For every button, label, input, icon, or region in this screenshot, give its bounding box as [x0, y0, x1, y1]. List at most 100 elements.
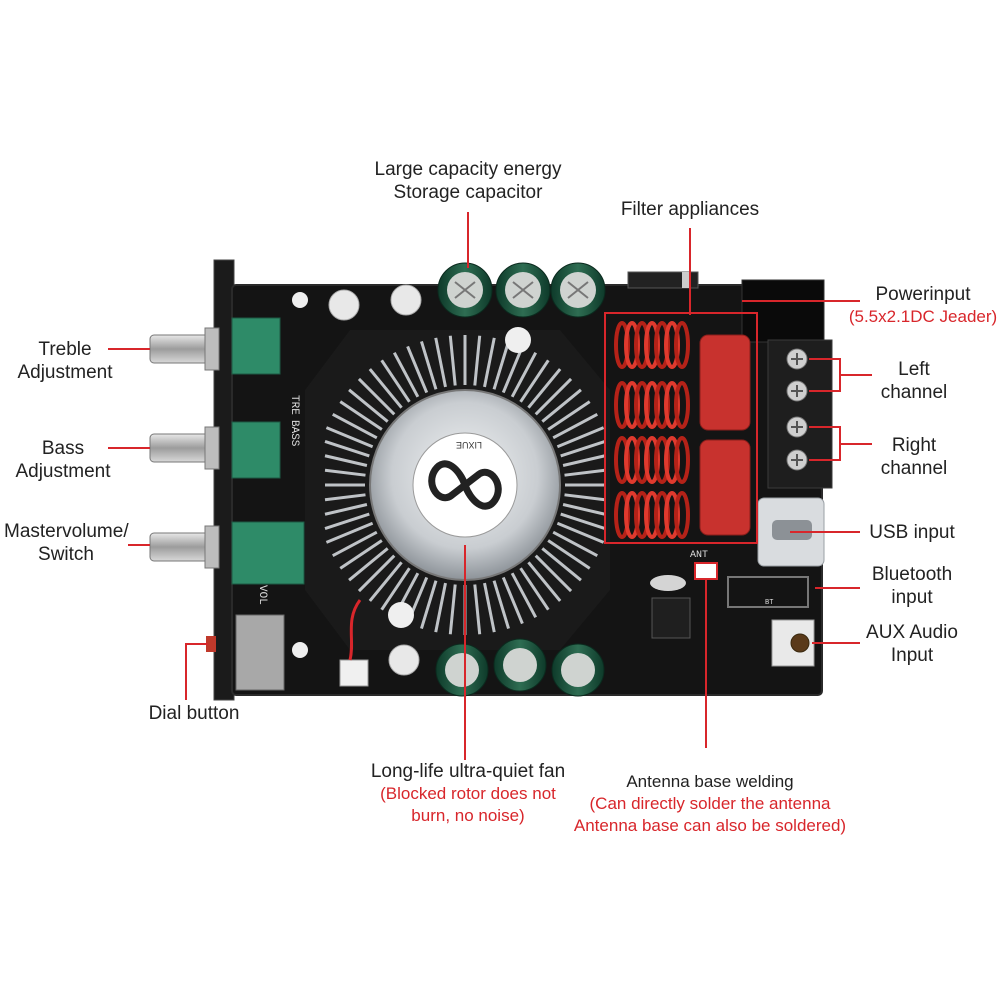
- heat-sink-fin: [332, 412, 378, 440]
- heat-sink-fin: [448, 584, 457, 635]
- heat-sink-fin: [324, 454, 368, 467]
- heat-sink-fin: [534, 377, 573, 416]
- silk-vol: VOL: [256, 585, 268, 605]
- heat-sink-fin: [519, 359, 550, 403]
- heat-sink-fin: [325, 426, 374, 449]
- label-antenna-line2: (Can directly solder the antenna: [589, 794, 831, 813]
- heat-sink-fin: [556, 521, 605, 544]
- bottom-capacitors: [388, 638, 605, 697]
- label-left-channel: Left channel: [864, 358, 964, 404]
- heat-sink-fin: [562, 503, 606, 516]
- heat-sink-fin: [357, 377, 396, 416]
- label-left-line1: Left: [898, 359, 930, 380]
- label-usb: USB input: [860, 521, 964, 544]
- brand-text: LIXUE: [456, 440, 482, 450]
- label-dial: Dial button: [134, 702, 254, 725]
- heat-sink-fin: [324, 512, 370, 530]
- label-power: Powerinput (5.5x2.1DC Jeader): [848, 283, 998, 328]
- inductor-coil: [614, 321, 690, 369]
- heat-sink-fin: [562, 454, 606, 467]
- heat-sink-fin: [348, 388, 389, 423]
- label-filter: Filter appliances: [598, 198, 782, 221]
- label-power-line2: (5.5x2.1DC Jeader): [848, 307, 998, 326]
- heat-sink-fin: [556, 426, 605, 449]
- label-treble: Treble Adjustment: [10, 338, 120, 384]
- heat-sink-fin: [527, 561, 562, 602]
- label-treble-line1: Treble: [38, 339, 92, 360]
- heat-sink-fin: [420, 341, 438, 390]
- inductor-coil: [614, 436, 690, 484]
- label-antenna-line1: Antenna base welding: [626, 772, 794, 791]
- label-master-line2: Switch: [38, 544, 94, 565]
- label-fan-line2: (Blocked rotor does not: [380, 784, 556, 803]
- inductor-coil: [614, 381, 690, 429]
- chip: [651, 597, 691, 639]
- label-fan: Long-life ultra-quiet fan (Blocked rotor…: [340, 760, 596, 827]
- heat-sink-fin: [348, 547, 389, 582]
- label-bluetooth-line2: input: [891, 587, 933, 608]
- heat-sink-fin: [564, 493, 606, 502]
- heat-sink-fin: [492, 580, 510, 629]
- heat-sink-fin: [380, 567, 411, 611]
- silk-tre: TRE: [288, 395, 300, 415]
- heat-sink-fin: [339, 400, 383, 431]
- inductors: [614, 321, 690, 539]
- heat-sink-fin: [547, 400, 591, 431]
- label-bluetooth: Bluetooth input: [860, 563, 964, 609]
- label-filter-line1: Filter appliances: [620, 199, 760, 220]
- label-right-line1: Right: [891, 435, 937, 456]
- terminal-screws: [786, 348, 808, 471]
- antenna-pad: [694, 562, 718, 580]
- label-antenna-line3: Antenna base can also be soldered): [573, 816, 847, 835]
- diode: [627, 271, 699, 289]
- heat-sink-fin: [483, 582, 496, 633]
- heat-sink-fin: [324, 440, 370, 458]
- heat-sink-fin: [564, 468, 606, 477]
- label-left-line2: channel: [880, 382, 948, 403]
- heat-sink-fin: [324, 493, 366, 502]
- heat-sink-fin: [519, 567, 550, 611]
- label-master: Mastervolume/ Switch: [4, 520, 129, 566]
- heat-sink-fin: [547, 539, 591, 570]
- heat-sink-fin: [325, 521, 374, 544]
- potentiometers: [231, 317, 305, 585]
- heat-sink-fin: [324, 468, 366, 477]
- label-treble-line2: Adjustment: [17, 362, 113, 383]
- label-aux-line2: Input: [890, 645, 934, 666]
- heat-sink-fin: [473, 584, 482, 635]
- label-power-line1: Powerinput: [875, 284, 971, 305]
- label-bluetooth-line1: Bluetooth: [871, 564, 953, 585]
- label-capacitor: Large capacity energy Storage capacitor: [340, 158, 596, 204]
- heat-sink-fin: [434, 337, 447, 388]
- label-master-line1: Mastervolume/: [4, 521, 129, 542]
- silk-bt: BT: [765, 599, 773, 607]
- heat-sink-fin: [420, 580, 438, 629]
- label-capacitor-line2: Storage capacitor: [393, 182, 543, 203]
- heat-sink-fin: [492, 341, 510, 390]
- heat-sink-fin: [332, 530, 378, 558]
- film-capacitor-1: [699, 334, 751, 431]
- heat-sink-fin: [473, 335, 482, 386]
- silk-ant: ANT: [690, 550, 708, 561]
- heat-sink-fin: [483, 337, 496, 388]
- dial-button: [206, 636, 216, 652]
- power-jack: [741, 279, 825, 343]
- heat-sink-fin: [406, 345, 429, 394]
- film-capacitor-2: [699, 439, 751, 536]
- label-aux: AUX Audio Input: [860, 621, 964, 667]
- filter-highlight-box: [604, 312, 758, 544]
- heat-sink-fin: [560, 440, 606, 458]
- heat-sink-fin: [552, 530, 598, 558]
- heat-sink-fin: [368, 561, 403, 602]
- label-capacitor-line1: Large capacity energy: [374, 159, 562, 180]
- heat-sink-fin: [380, 359, 411, 403]
- label-fan-line3: burn, no noise): [411, 806, 525, 825]
- heat-sink-fin: [501, 345, 524, 394]
- knobs: [149, 327, 220, 569]
- inductor-coil: [614, 491, 690, 539]
- label-right-channel: Right channel: [864, 434, 964, 480]
- label-fan-line1: Long-life ultra-quiet fan: [370, 761, 566, 782]
- label-right-line2: channel: [880, 458, 948, 479]
- heat-sink-fin: [541, 547, 582, 582]
